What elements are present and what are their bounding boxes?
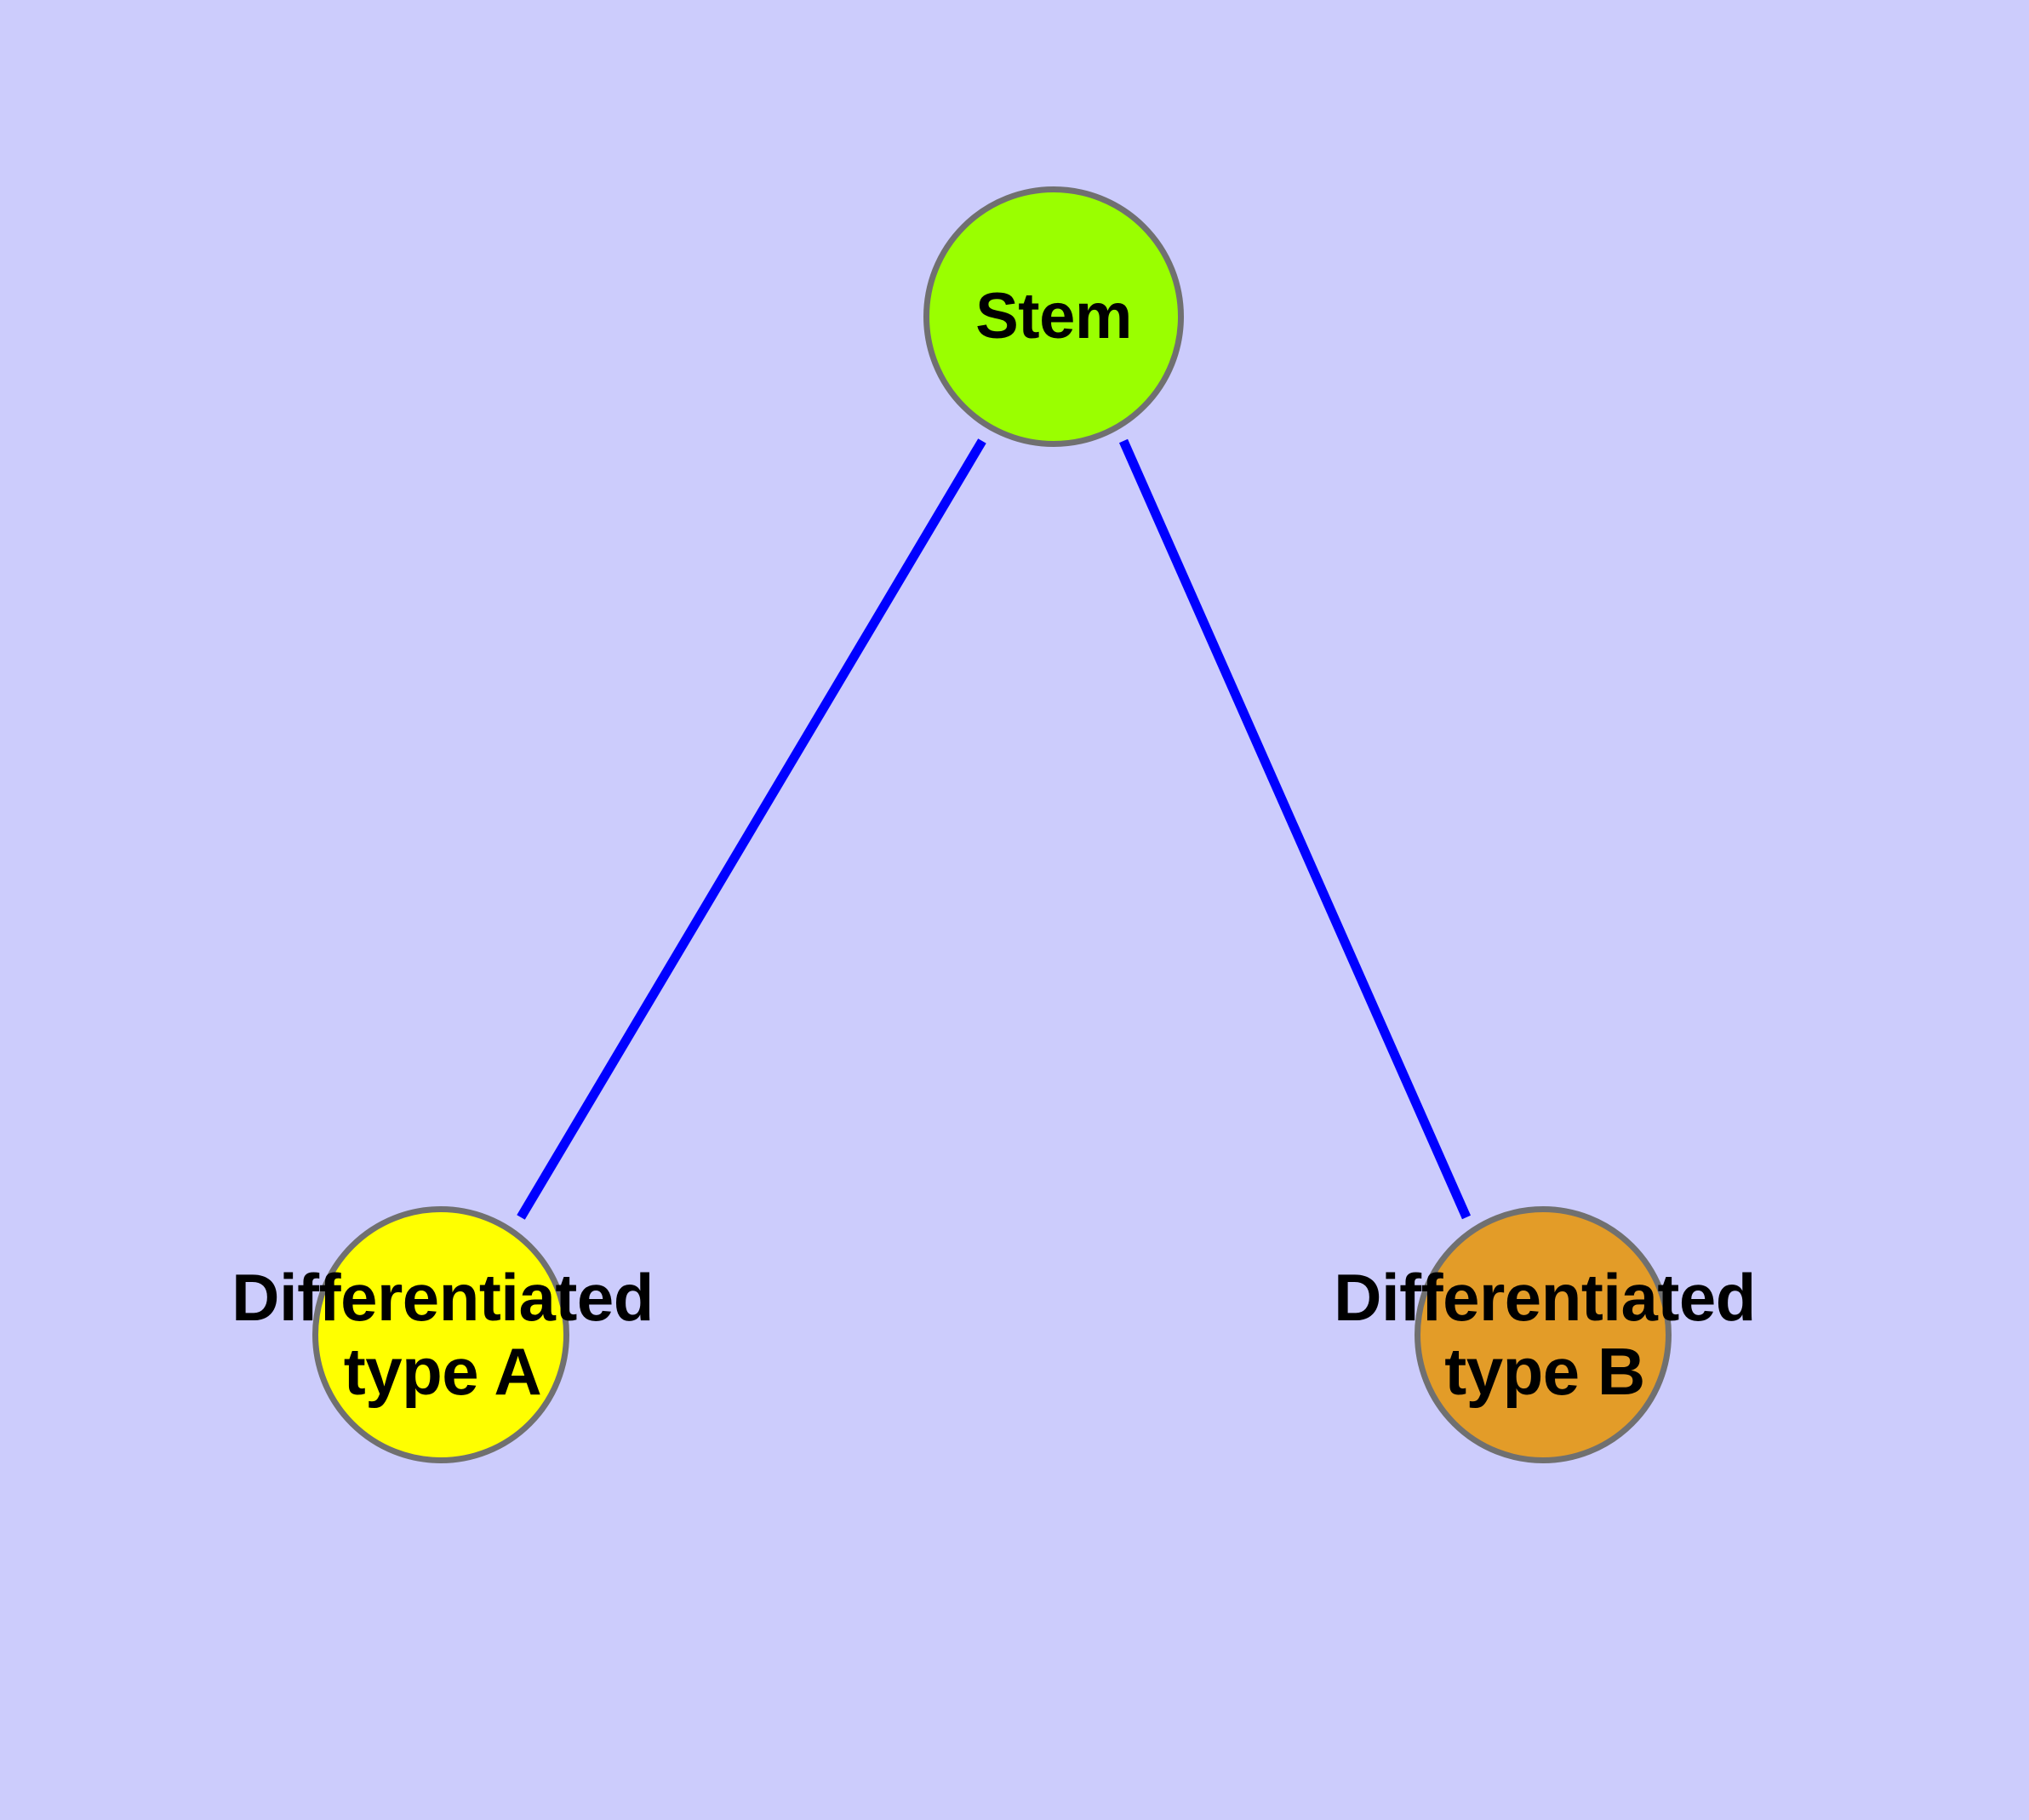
node-label-differentiated-type-b: Differentiated type B <box>1334 1259 1756 1409</box>
edge-stem-to-diff-a <box>517 438 986 1220</box>
edge-stem-to-diff-b <box>1118 438 1472 1220</box>
node-label-stem: Stem <box>975 280 1132 353</box>
node-label-differentiated-type-a: Differentiated type A <box>231 1259 654 1409</box>
node-stem[interactable] <box>923 186 1184 447</box>
node-differentiated-type-a[interactable] <box>312 1206 569 1463</box>
node-differentiated-type-b[interactable] <box>1415 1206 1672 1463</box>
